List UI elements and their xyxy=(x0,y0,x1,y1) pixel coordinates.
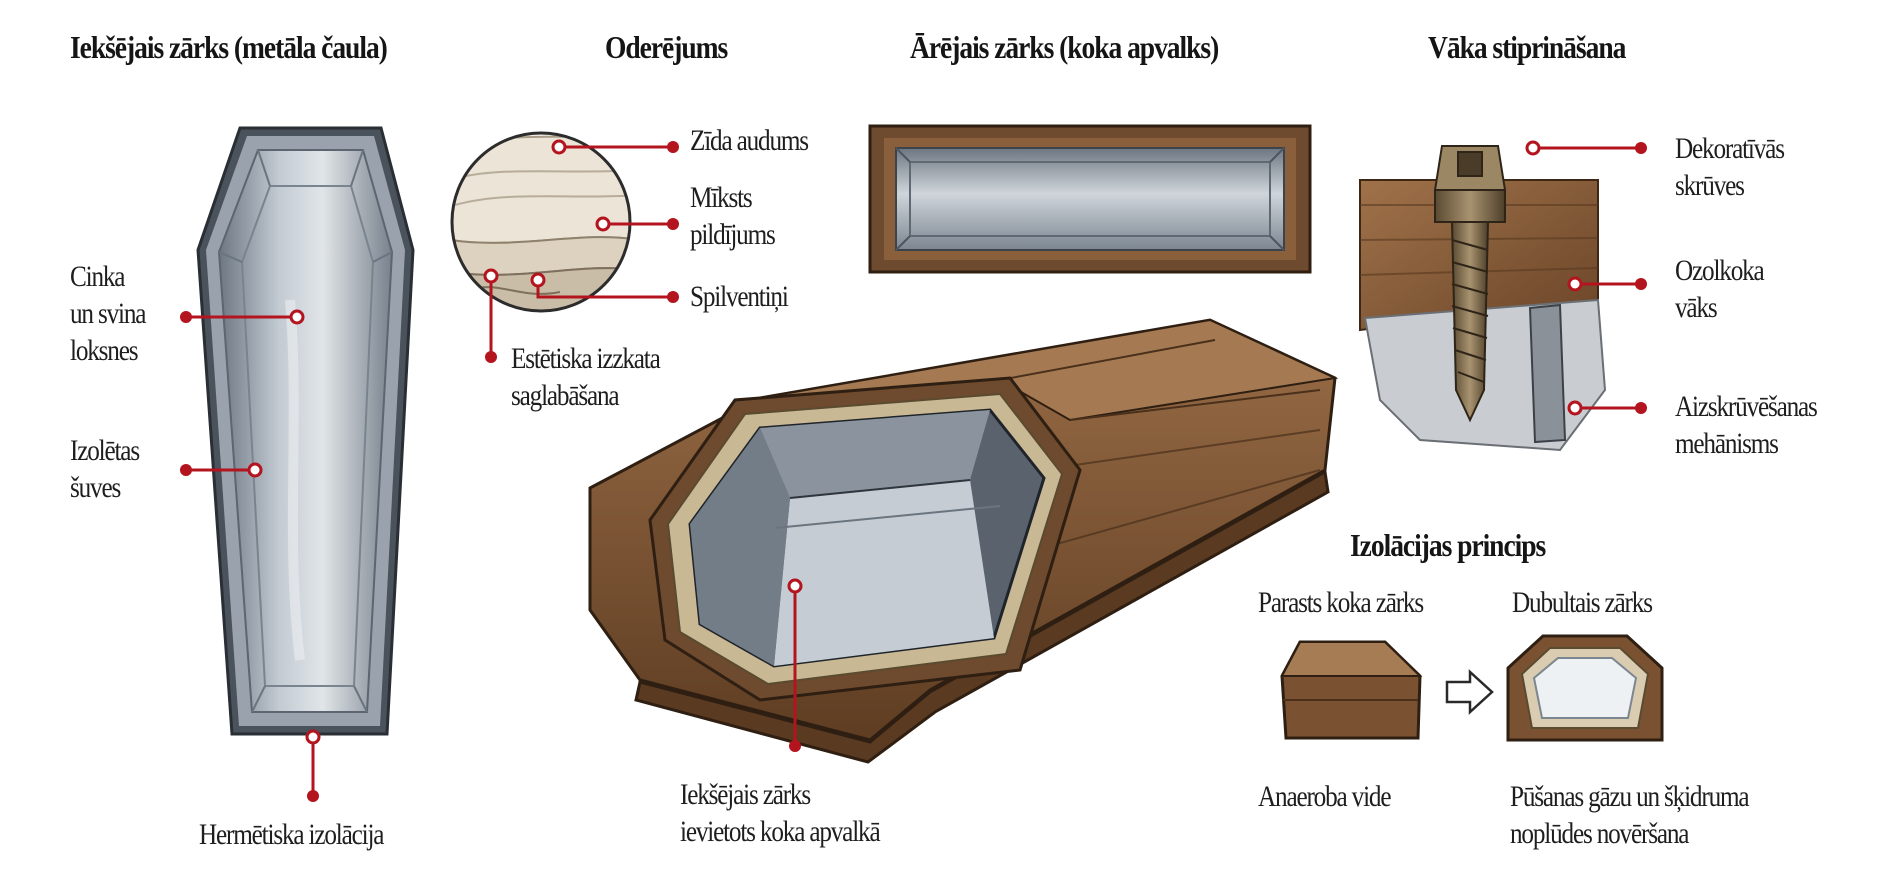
pillows-label: Spilventiņi xyxy=(690,280,789,313)
callout-markers xyxy=(180,141,1647,802)
hermetic-seal-label: Hermētiska izolācija xyxy=(199,818,384,851)
lid-fixing-title: Vāka stiprināšana xyxy=(1428,29,1626,65)
plain-coffin-caption: Parasts koka zārks xyxy=(1258,586,1424,619)
callout-anchors xyxy=(247,139,1583,745)
principle-title: Izolācijas princips xyxy=(1350,527,1546,563)
lining-illustration xyxy=(450,131,632,313)
inner-coffin-title: Iekšējais zārks (metāla čaula) xyxy=(70,29,388,65)
assembly-illustration xyxy=(588,318,1339,764)
zinc-lead-sheets-label: Cinka un svina loksnes xyxy=(70,260,146,367)
inner-coffin-illustration xyxy=(196,126,415,736)
outer-coffin-illustration xyxy=(868,124,1312,274)
soft-padding-label: Mīksts pildījums xyxy=(690,181,776,251)
callout-lines xyxy=(186,145,1641,796)
arrow-right-icon xyxy=(1445,669,1494,715)
lid-fixing-illustration xyxy=(1359,145,1607,452)
silk-fabric-label: Zīda audums xyxy=(690,124,809,157)
outer-coffin-title: Ārējais zārks (koka apvalks) xyxy=(910,29,1219,65)
principle-illustration xyxy=(1280,634,1664,742)
decorative-screws-label: Dekoratīvās skrūves xyxy=(1675,132,1785,202)
aesthetic-preservation-label: Estētiska izzkata saglabāšana xyxy=(511,342,661,412)
screw-mechanism-label: Aizskrūvēšanas mehānisms xyxy=(1675,390,1818,460)
oak-lid-label: Ozolkoka vāks xyxy=(1675,254,1765,324)
assembly-label: Iekšējais zārks ievietots koka apvalkā xyxy=(680,778,881,848)
leak-prevention-label: Pūšanas gāzu un šķidruma noplūdes novērš… xyxy=(1510,780,1750,850)
insulated-seams-label: Izolētas šuves xyxy=(70,434,140,504)
lining-title: Oderējums xyxy=(605,29,728,65)
anaerobic-environment-label: Anaeroba vide xyxy=(1258,780,1392,813)
double-coffin-caption: Dubultais zārks xyxy=(1512,586,1653,619)
